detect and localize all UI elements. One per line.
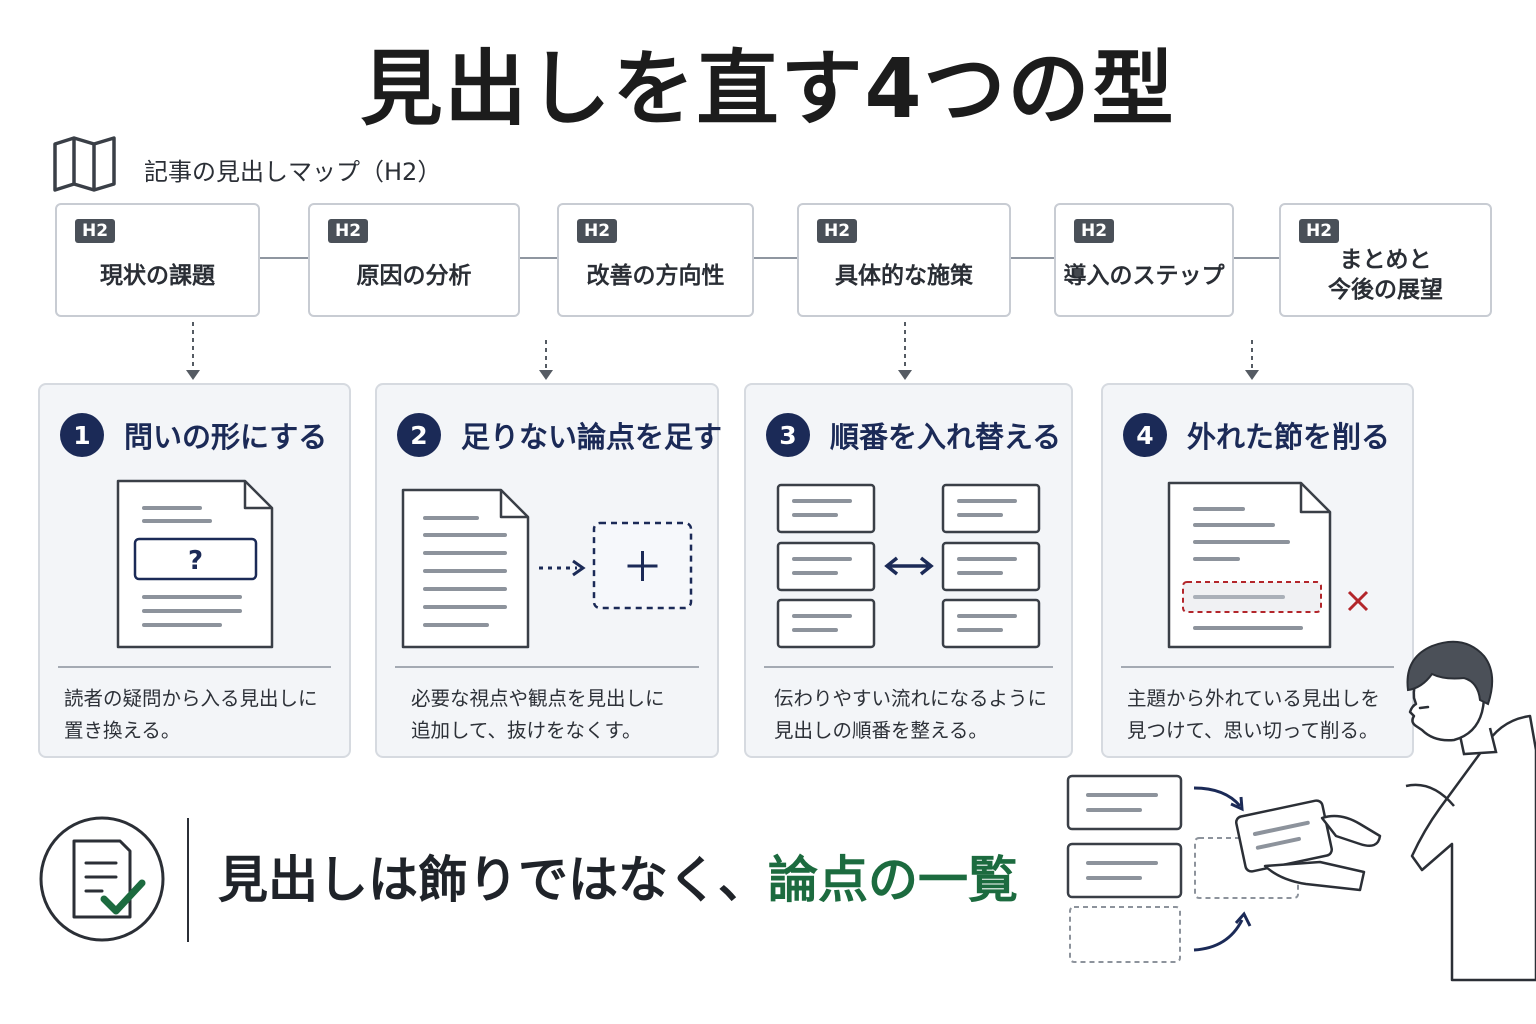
card-title: 問いの形にする bbox=[124, 420, 328, 454]
card-description-line: 主題から外れている見出しを bbox=[1127, 687, 1380, 710]
tagline-main: 見出しは飾りではなく、 bbox=[218, 851, 768, 909]
card-description-line: 見出しの順番を整える。 bbox=[774, 719, 988, 742]
delete-section-icon bbox=[1167, 481, 1369, 649]
heading-map-label: 記事の見出しマップ（H2） bbox=[144, 158, 442, 186]
card-description-line: 見つけて、思い切って削る。 bbox=[1127, 719, 1379, 742]
h2-heading-box: H2 具体的な施策 bbox=[797, 203, 1011, 317]
add-section-icon bbox=[401, 488, 693, 649]
h2-tag: H2 bbox=[1074, 219, 1115, 243]
h2-tag: H2 bbox=[1299, 219, 1340, 243]
card-divider bbox=[58, 666, 331, 668]
h2-heading-box: H2 まとめと 今後の展望 bbox=[1279, 203, 1492, 317]
map-connector bbox=[1009, 257, 1056, 259]
h2-heading-text: まとめと 今後の展望 bbox=[1281, 245, 1490, 305]
card-description-line: 追加して、抜けをなくす。 bbox=[411, 719, 642, 742]
map-connector bbox=[518, 257, 559, 259]
tagline-divider bbox=[187, 818, 189, 942]
card-description-line: 必要な視点や観点を見出しに bbox=[411, 687, 665, 710]
card-title: 順番を入れ替える bbox=[830, 420, 1062, 454]
tagline-accent: 論点の一覧 bbox=[768, 851, 1018, 909]
card-title: 足りない論点を足す bbox=[461, 420, 723, 454]
pattern-card-add: 2 足りない論点を足す 必要な視点や観点を見出しに 追加して、抜けをなくす。 bbox=[375, 383, 723, 758]
swap-order-icon bbox=[776, 483, 1041, 649]
step-number-badge: 4 bbox=[1123, 413, 1167, 457]
map-connector bbox=[752, 257, 799, 259]
step-number-badge: 1 bbox=[60, 413, 104, 457]
card-title: 外れた節を削る bbox=[1187, 420, 1391, 454]
card-description-line: 伝わりやすい流れになるように bbox=[774, 687, 1048, 710]
h2-heading-text: 現状の課題 bbox=[100, 263, 215, 289]
card-divider bbox=[764, 666, 1053, 668]
h2-heading-box: H2 現状の課題 bbox=[55, 203, 260, 317]
checklist-icon bbox=[39, 816, 165, 942]
card-description: 読者の疑問から入る見出しに 置き換える。 bbox=[64, 683, 337, 747]
pattern-card-reorder: 3 順番を入れ替える 伝わりやすい流れになるように 見出しの順番を整える。 bbox=[744, 383, 1073, 758]
page-title: 見出しを直す4つの型 bbox=[360, 42, 1176, 137]
pattern-card-question: 1 問いの形にする ? 読者の疑問から入る見出しに 置き換える。 bbox=[38, 383, 351, 758]
card-description: 主題から外れている見出しを 見つけて、思い切って削る。 bbox=[1127, 683, 1400, 747]
h2-tag: H2 bbox=[328, 219, 369, 243]
map-to-card-arrows bbox=[186, 322, 1259, 380]
person-editing-headings-illustration bbox=[1066, 640, 1536, 982]
h2-heading-box: H2 原因の分析 bbox=[308, 203, 520, 317]
tagline: 見出しは飾りではなく、論点の一覧 bbox=[218, 840, 1018, 912]
card-description: 必要な視点や観点を見出しに 追加して、抜けをなくす。 bbox=[411, 683, 705, 747]
map-connector bbox=[258, 257, 310, 259]
h2-tag: H2 bbox=[577, 219, 618, 243]
h2-heading-line: 今後の展望 bbox=[1328, 277, 1443, 303]
card-divider bbox=[395, 666, 699, 668]
card-description-line: 読者の疑問から入る見出しに bbox=[64, 687, 318, 710]
question-mark: ? bbox=[188, 546, 203, 576]
h2-heading-box: H2 改善の方向性 bbox=[557, 203, 754, 317]
step-number-badge: 3 bbox=[766, 413, 810, 457]
h2-tag: H2 bbox=[817, 219, 858, 243]
h2-tag: H2 bbox=[75, 219, 116, 243]
h2-heading-text: 原因の分析 bbox=[356, 263, 472, 289]
question-heading-icon: ? bbox=[116, 479, 274, 649]
map-connector bbox=[1232, 257, 1281, 259]
card-description: 伝わりやすい流れになるように 見出しの順番を整える。 bbox=[774, 683, 1059, 747]
card-divider bbox=[1121, 666, 1394, 668]
map-icon bbox=[53, 136, 116, 192]
h2-heading-text: 改善の方向性 bbox=[586, 263, 725, 289]
h2-heading-text: 具体的な施策 bbox=[835, 263, 973, 289]
h2-heading-box: H2 導入のステップ bbox=[1054, 203, 1234, 317]
h2-heading-line: まとめと bbox=[1339, 247, 1432, 273]
h2-heading-text: 導入のステップ bbox=[1063, 263, 1225, 289]
card-description-line: 置き換える。 bbox=[64, 719, 181, 742]
step-number-badge: 2 bbox=[397, 413, 441, 457]
pattern-card-delete: 4 外れた節を削る 主題から外れている見出しを 見つけて、思い切って削る。 bbox=[1101, 383, 1414, 758]
